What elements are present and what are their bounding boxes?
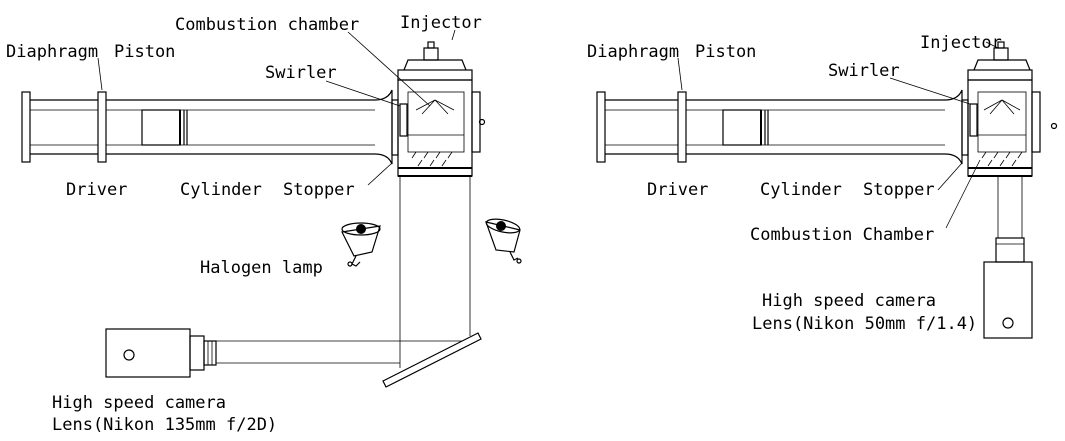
left-label-stopper: Stopper — [283, 180, 355, 200]
right-leader-lines — [677, 41, 999, 229]
left-high-speed-camera — [105, 328, 217, 378]
right-label-injector: Injector — [920, 33, 1002, 53]
right-driver-tube — [596, 91, 678, 163]
right-cylinder-tube — [686, 99, 945, 155]
left-label-lens: Lens(Nikon 135mm f/2D) — [52, 415, 277, 435]
left-label-cylinder: Cylinder — [180, 180, 262, 200]
left-piston — [141, 109, 188, 146]
right-label-stopper: Stopper — [863, 180, 935, 200]
right-high-speed-camera — [983, 237, 1033, 339]
right-apparatus — [596, 41, 1058, 339]
left-mirror — [382, 332, 482, 388]
left-leader-lines — [97, 29, 456, 186]
right-combustion-chamber — [967, 69, 1058, 177]
right-injector — [973, 41, 1031, 71]
left-cylinder-tube — [106, 99, 375, 155]
halogen-lamp-right-icon — [485, 218, 522, 264]
left-apparatus — [21, 29, 522, 388]
right-label-piston: Piston — [695, 42, 756, 62]
left-optical-path — [216, 176, 471, 368]
left-label-halogen-lamp: Halogen lamp — [200, 258, 323, 278]
right-label-combustion-chamber: Combustion Chamber — [750, 225, 934, 245]
right-label-cylinder: Cylinder — [760, 180, 842, 200]
left-label-injector: Injector — [400, 13, 482, 33]
right-diaphragm-flange — [677, 91, 687, 163]
left-combustion-chamber — [397, 69, 486, 177]
right-label-camera: High speed camera — [762, 291, 936, 311]
halogen-lamp-left-icon — [341, 222, 381, 267]
right-label-driver: Driver — [647, 180, 708, 200]
right-label-lens: Lens(Nikon 50mm f/1.4) — [752, 314, 977, 334]
left-injector — [403, 41, 467, 71]
left-label-piston: Piston — [114, 42, 175, 62]
left-label-combustion-chamber: Combustion chamber — [175, 15, 359, 35]
left-label-swirler: Swirler — [265, 63, 337, 83]
right-optical-path — [997, 176, 1023, 238]
right-label-diaphragm: Diaphragm — [587, 42, 679, 62]
right-nozzle — [944, 89, 969, 165]
right-piston — [722, 109, 769, 146]
left-label-diaphragm: Diaphragm — [6, 42, 98, 62]
left-label-driver: Driver — [66, 180, 127, 200]
left-label-camera: High speed camera — [52, 393, 226, 413]
right-label-swirler: Swirler — [828, 61, 900, 81]
left-driver-tube — [21, 91, 98, 163]
left-diaphragm-flange — [97, 91, 107, 163]
